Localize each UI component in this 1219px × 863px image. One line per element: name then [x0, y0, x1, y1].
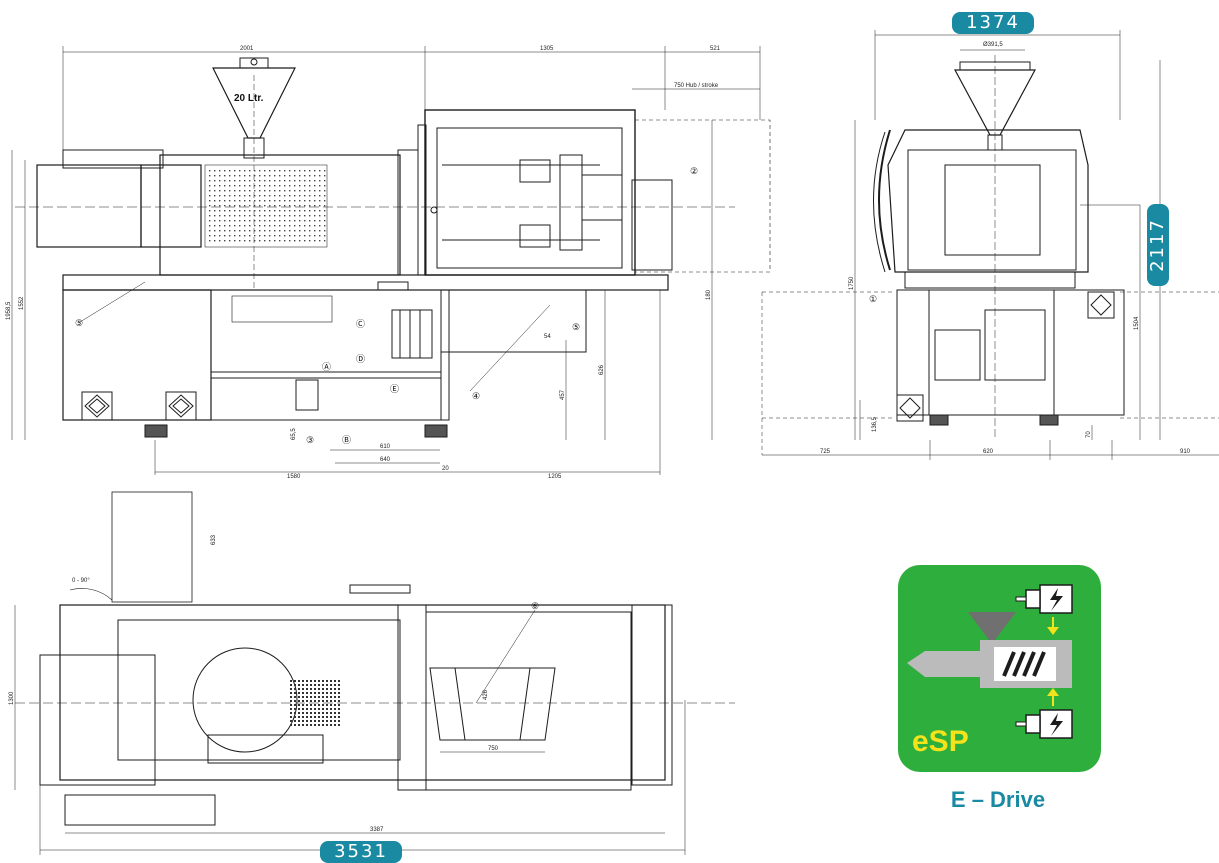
dim-20: 20 [442, 466, 449, 472]
dim-180: 180 [706, 289, 712, 300]
marker-c: Ⓒ [356, 319, 365, 329]
dim-610: 610 [380, 444, 391, 450]
marker-2: ② [690, 166, 698, 176]
height-badge-text: 2117 [1147, 218, 1168, 272]
dim-70: 70 [1086, 431, 1092, 438]
dim-521: 521 [710, 46, 721, 52]
marker-1: ① [869, 294, 877, 304]
dim-136-5: 136,5 [872, 416, 878, 432]
front-view: Ø391,5 [761, 30, 1219, 460]
height-badge: 2117 [1147, 204, 1169, 286]
dim-54: 54 [544, 334, 551, 340]
dim-1504: 1504 [1134, 316, 1140, 330]
dim-1205: 1205 [548, 474, 562, 480]
angle-label: 0 - 90° [72, 578, 90, 584]
stroke-label: 750 Hub / stroke [674, 83, 719, 89]
esp-e-drive-logo: eSP [898, 565, 1101, 772]
marker-5: ⑤ [75, 318, 83, 328]
esp-label: eSP [912, 725, 969, 758]
marker-d: Ⓓ [356, 354, 365, 364]
dim-diameter: Ø391,5 [983, 42, 1003, 48]
dim-height-1552: 1552 [19, 296, 25, 310]
e-drive-caption: E – Drive [950, 787, 1046, 812]
marker-3: ③ [306, 435, 314, 445]
dim-910: 910 [1180, 449, 1191, 455]
dim-2001: 2001 [240, 46, 254, 52]
marker-4: ④ [472, 391, 480, 401]
hopper-label: 20 Ltr. [234, 93, 264, 104]
dim-1750: 1750 [849, 276, 855, 290]
vent-grille [204, 164, 328, 248]
dim-1300: 1300 [9, 691, 15, 705]
dim-1580: 1580 [287, 474, 301, 480]
dim-65-5: 65,5 [291, 428, 297, 440]
fan-icon [165, 391, 197, 421]
motor-icon [1015, 709, 1073, 739]
dim-640: 640 [380, 457, 391, 463]
dim-457: 457 [560, 389, 566, 400]
top-view: 633 0 - 90° 1300 426 750 3387 ⑥ [9, 491, 735, 855]
length-badge: 3531 [320, 841, 402, 863]
dim-633: 633 [211, 534, 217, 545]
marker-b: Ⓑ [342, 435, 351, 445]
dim-750: 750 [488, 746, 499, 752]
dim-620: 620 [983, 449, 994, 455]
marker-6: ⑥ [531, 601, 539, 611]
dim-626: 626 [599, 364, 605, 375]
dim-426: 426 [483, 689, 489, 700]
dim-3387: 3387 [370, 827, 384, 833]
marker-5: ⑤ [572, 322, 580, 332]
dim-height-1958: 1958,5 [6, 301, 12, 320]
marker-a: Ⓐ [322, 362, 331, 372]
marker-e: Ⓔ [390, 384, 399, 394]
side-view: 2001 1305 521 750 Hub / stroke 20 Ltr. [6, 46, 771, 480]
motor-icon [1015, 584, 1073, 614]
depth-badge: 1374 [952, 12, 1034, 34]
dim-725: 725 [820, 449, 831, 455]
fan-icon [81, 391, 113, 421]
dim-1305: 1305 [540, 46, 554, 52]
